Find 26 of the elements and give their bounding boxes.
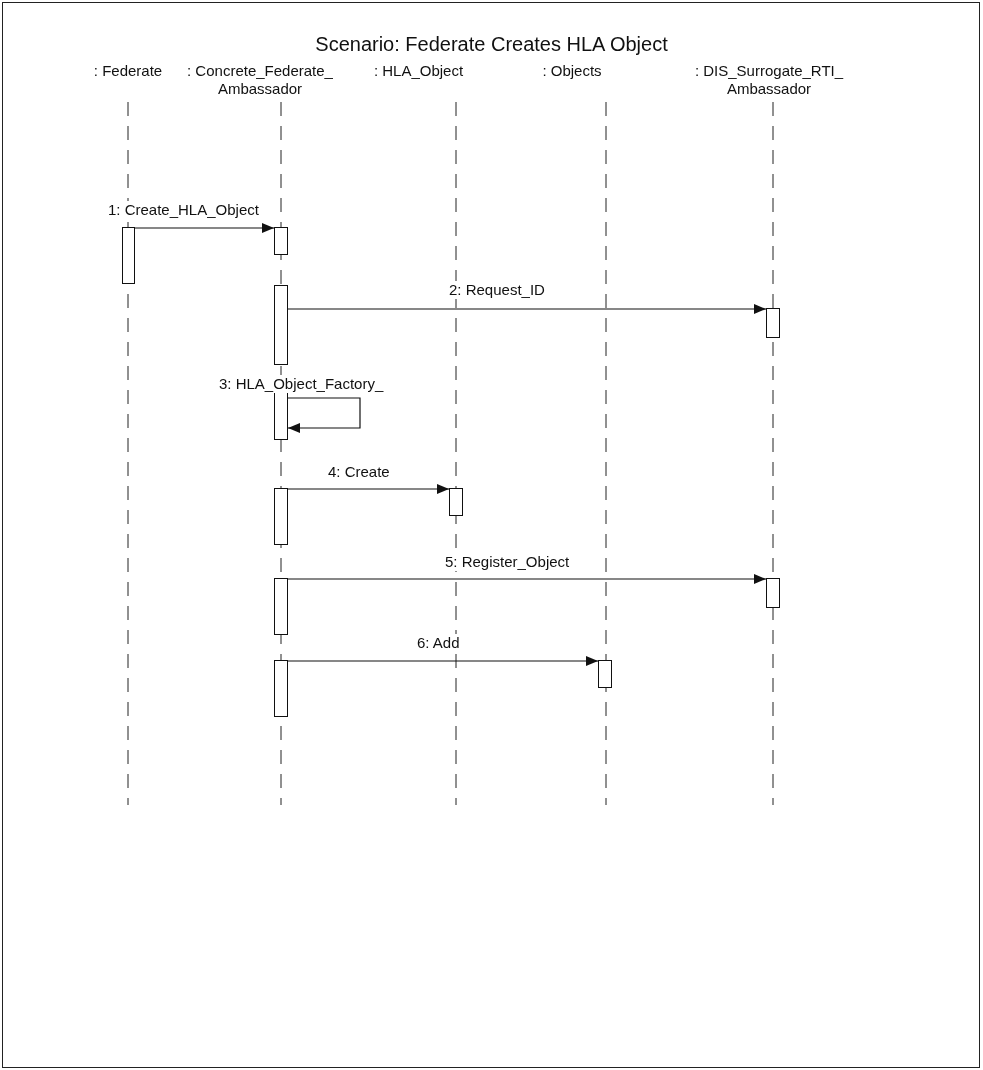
activation-bar [274,488,288,545]
activation-bar [274,660,288,717]
arrow [287,574,767,584]
diagram-title: Scenario: Federate Creates HLA Object [314,33,669,56]
arrow [287,397,361,433]
edge-label: 3: HLA_Object_Factory_ [218,375,385,393]
object-name: : DIS_Surrogate_RTI_ Ambassador [664,62,874,98]
edge-label: 5: Register_Object [444,553,571,571]
object-name: : HLA_Object [356,62,481,80]
object-name: : Objects [527,62,617,80]
activation-bar [274,285,288,365]
arrow [287,304,767,314]
activation-bar [274,390,288,440]
arrow [287,484,450,494]
edge-label: 2: Request_ID [448,281,546,299]
activation-bar [122,227,135,284]
edge-label: 1: Create_HLA_Object [107,201,260,219]
activation-bar [449,488,463,516]
activation-bar [274,227,288,255]
object-name: : Federate [78,62,178,80]
arrow [287,656,599,666]
activation-bar [598,660,612,688]
activation-bar [766,578,780,608]
activation-bar [274,578,288,635]
activation-bar [766,308,780,338]
arrow [134,223,275,233]
